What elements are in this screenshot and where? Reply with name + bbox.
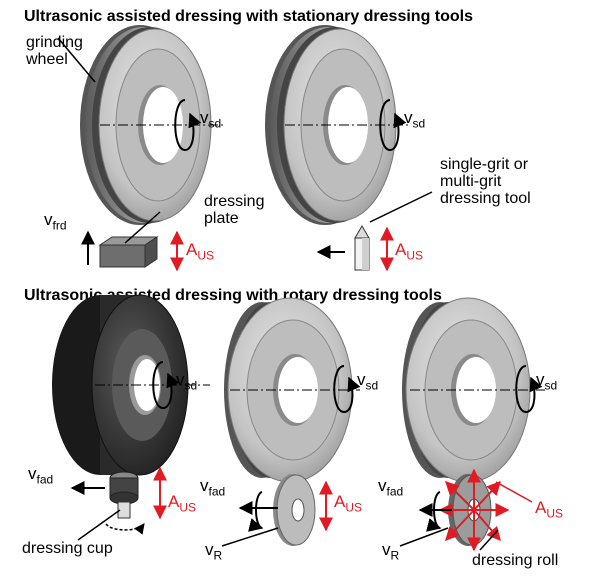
symbol-a: A — [395, 240, 407, 259]
grinding-wheel-top-left — [80, 25, 225, 225]
grinding-wheel-leader — [57, 37, 96, 83]
label-line: single-grit or — [440, 156, 529, 173]
dressing-tool-label: single-grit or multi-grit dressing tool — [440, 156, 531, 207]
dressing-plate-label: dressing plate — [204, 193, 264, 227]
dressing-cup-leader — [77, 509, 121, 541]
symbol-sub: fad — [386, 484, 404, 499]
v-fad-label: vfad — [200, 476, 225, 498]
label-line: multi-grit — [440, 173, 502, 190]
symbol-sub: US — [197, 248, 215, 263]
grinding-wheel-label: grinding wheel — [26, 34, 83, 68]
a-us-label: AUS — [535, 498, 563, 520]
dressing-plate — [98, 236, 159, 268]
symbol-v: v — [378, 476, 387, 495]
dressing-roll-leader — [479, 529, 499, 551]
symbol-sub: US — [546, 506, 564, 521]
symbol-v: v — [382, 540, 391, 559]
grinding-wheel-bottom-left — [52, 294, 210, 476]
grinding-wheel-top-right — [265, 25, 410, 225]
v-r-label: vR — [205, 540, 222, 562]
v-fad-label: vfad — [28, 464, 53, 486]
symbol-v: v — [205, 540, 214, 559]
symbol-v: v — [44, 210, 53, 229]
symbol-sub: sd — [208, 116, 222, 131]
symbol-v: v — [176, 370, 185, 389]
rotation-arrow-icon — [174, 99, 202, 152]
dressing-cup — [109, 471, 139, 519]
symbol-a: A — [334, 492, 346, 511]
symbol-sub: sd — [544, 378, 558, 393]
symbol-sub: US — [406, 248, 424, 263]
grinding-wheel-bottom-middle — [224, 297, 360, 483]
v-sd-label: vsd — [536, 370, 557, 392]
label-line: grinding — [26, 34, 83, 51]
symbol-a: A — [186, 240, 198, 259]
v-sd-label: vsd — [404, 108, 425, 130]
v-sd-label: vsd — [357, 370, 378, 392]
v-fad-label: vfad — [378, 476, 403, 498]
symbol-sub: R — [390, 548, 400, 563]
roll-rotation-arrow-icon — [426, 491, 442, 532]
v-frd-label: vfrd — [44, 210, 67, 232]
symbol-a: A — [535, 498, 547, 517]
dressing-cup-label: dressing cup — [22, 540, 113, 557]
symbol-v: v — [28, 464, 37, 483]
stationary-section-title: Ultrasonic assisted dressing with statio… — [24, 8, 474, 25]
a-us-label: AUS — [334, 492, 362, 514]
symbol-sub: fad — [208, 484, 226, 499]
symbol-v: v — [200, 108, 209, 127]
a-us-label: AUS — [186, 240, 214, 262]
symbol-v: v — [404, 108, 413, 127]
rotation-arrow-icon — [333, 365, 361, 414]
symbol-v: v — [200, 476, 209, 495]
rotation-arrow-icon — [515, 365, 543, 414]
amplitude-leader — [495, 481, 533, 503]
symbol-sub: US — [179, 500, 197, 515]
symbol-sub: frd — [52, 218, 67, 233]
dressing-roll-label: dressing roll — [472, 552, 559, 569]
grinding-wheel-bottom-right — [402, 297, 545, 483]
label-line: wheel — [26, 51, 68, 68]
symbol-v: v — [536, 370, 545, 389]
a-us-label: AUS — [168, 492, 196, 514]
symbol-sub: US — [345, 500, 363, 515]
cup-rotation-arrow-icon — [105, 523, 145, 535]
rotation-arrow-icon — [152, 361, 180, 410]
dressing-tool-leader — [369, 191, 433, 223]
v-sd-label: vsd — [200, 108, 221, 130]
v-sd-label: vsd — [176, 370, 197, 392]
label-line: dressing — [204, 193, 265, 210]
single-grit-dressing-tool — [354, 225, 370, 271]
roll-speed-leader — [399, 527, 449, 547]
roll-speed-leader — [221, 527, 279, 547]
label-line: plate — [204, 210, 239, 227]
symbol-sub: fad — [36, 472, 54, 487]
v-r-label: vR — [382, 540, 399, 562]
rotation-arrow-icon — [379, 99, 407, 152]
symbol-sub: sd — [365, 378, 379, 393]
symbol-sub: R — [213, 548, 223, 563]
symbol-sub: sd — [184, 378, 198, 393]
dressing-plate-leader — [124, 211, 161, 244]
roll-rotation-arrow-icon — [248, 491, 264, 532]
label-line: dressing tool — [440, 190, 531, 207]
symbol-sub: sd — [412, 116, 426, 131]
symbol-v: v — [357, 370, 366, 389]
symbol-a: A — [168, 492, 180, 511]
a-us-label: AUS — [395, 240, 423, 262]
dressing-roll-middle — [273, 474, 316, 546]
